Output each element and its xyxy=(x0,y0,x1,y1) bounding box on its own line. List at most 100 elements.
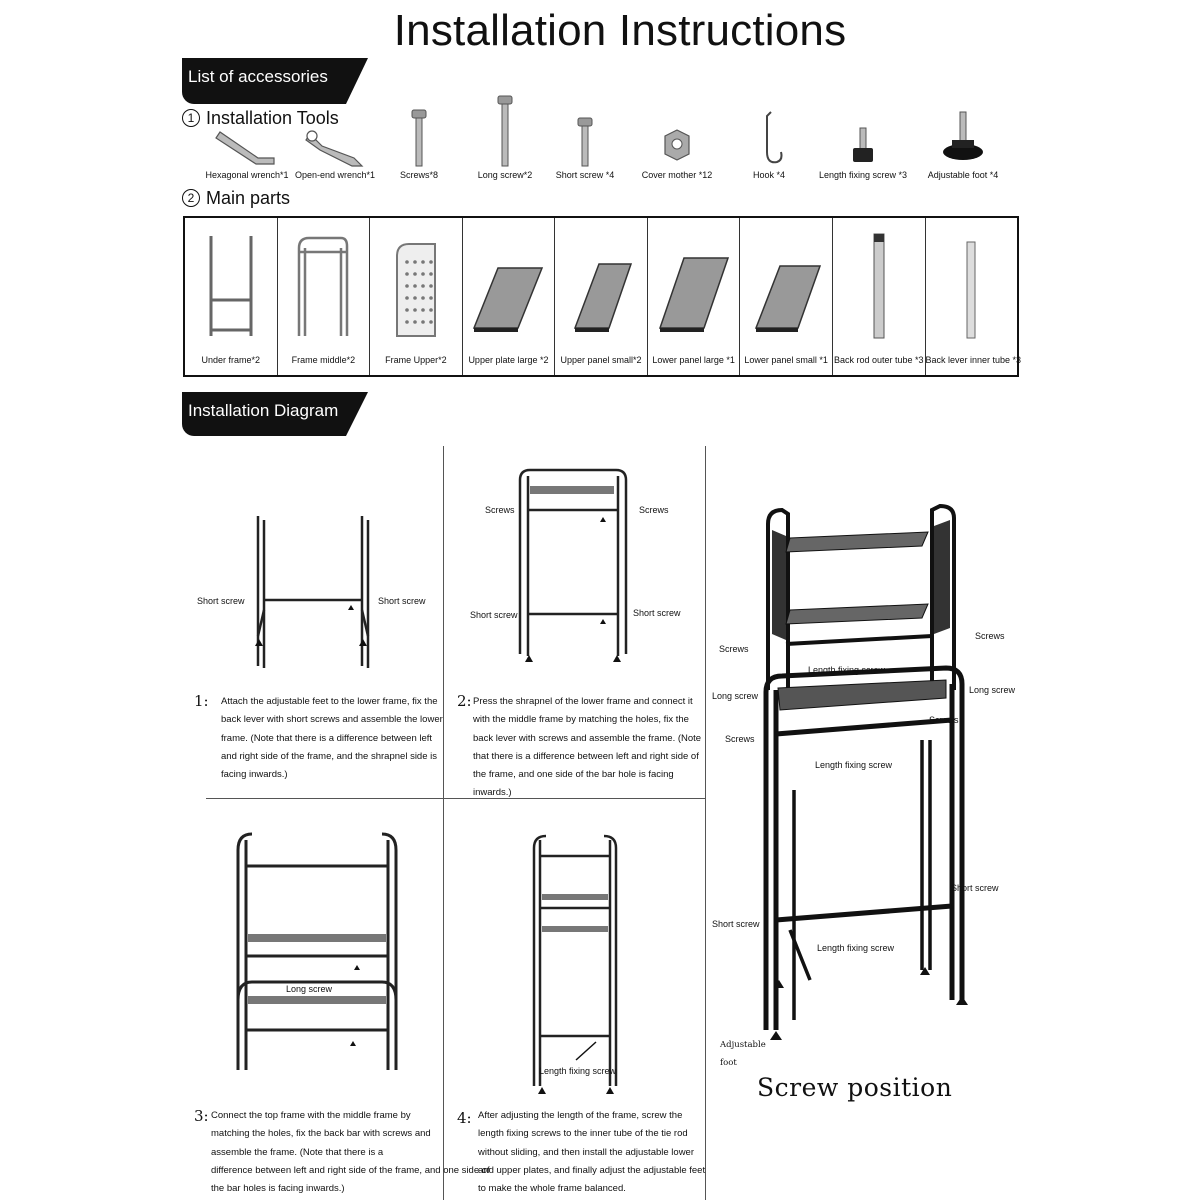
open-end-wrench-icon xyxy=(305,130,364,167)
final-callout-screws-mid-right: Screws xyxy=(929,715,959,725)
step-4-line: length fixing screws to the inner tube o… xyxy=(478,1128,688,1140)
part-upper-plate-large: Upper plate large *2 xyxy=(463,218,556,375)
lower-panel-small-icon xyxy=(755,265,822,332)
parts-heading: 2 Main parts xyxy=(182,188,290,209)
tool-label: Short screw *4 xyxy=(555,170,615,180)
step-1-number: 1: xyxy=(194,692,209,710)
lower-panel-large-icon xyxy=(658,257,729,332)
step-4-number: 4: xyxy=(457,1109,472,1127)
part-label: Upper panel small*2 xyxy=(560,355,642,365)
part-label: Lower panel small *1 xyxy=(744,355,828,365)
part-label: Back lever inner tube *3 xyxy=(925,355,1022,365)
part-label: Lower panel large *1 xyxy=(652,355,735,365)
step-3-line: matching the holes, fix the back bar wit… xyxy=(211,1128,431,1140)
adjustable-foot-icon xyxy=(943,111,983,160)
final-callout-screws-mid-left: Screws xyxy=(725,734,755,744)
step-2-callout-short-right: Short screw xyxy=(633,608,681,618)
tool-label: Length fixing screw *3 xyxy=(818,170,908,180)
step-2-callout-screws-right: Screws xyxy=(639,505,669,515)
step-3-line: the bar holes is facing inwards.) xyxy=(211,1183,345,1195)
part-frame-upper: Frame Upper*2 xyxy=(370,218,463,375)
parts-heading-number: 2 xyxy=(182,189,200,207)
long-screw-icon xyxy=(497,95,513,167)
step-3-diagram xyxy=(236,832,398,1070)
hex-wrench-icon xyxy=(215,131,275,165)
tool-screws: Screws*8 xyxy=(364,108,474,180)
step-3-callout-long-screw: Long screw xyxy=(286,984,333,994)
short-screw-icon xyxy=(577,117,593,167)
screw-position-caption: Screw position xyxy=(757,1073,953,1102)
tool-label: Open-end wrench*1 xyxy=(294,170,376,180)
step-2-line: back lever with screws and assemble the … xyxy=(473,732,702,744)
step-2-number: 2: xyxy=(457,692,472,710)
back-rod-outer-tube-icon xyxy=(873,233,885,339)
divider-vertical-1 xyxy=(443,446,444,1200)
step-3-line: difference between left and right side o… xyxy=(211,1164,490,1176)
step-1-line: facing inwards.) xyxy=(221,769,288,781)
part-frame-middle: Frame middle*2 xyxy=(278,218,371,375)
final-callout-short-screw-right: Short screw xyxy=(951,883,999,893)
step-3-line: Connect the top frame with the middle fr… xyxy=(211,1110,411,1121)
step-4-line: to make the whole frame balanced. xyxy=(478,1183,626,1195)
page-title: Installation Instructions xyxy=(393,6,847,55)
accessories-banner: List of accessories xyxy=(182,58,368,104)
part-upper-panel-small: Upper panel small*2 xyxy=(555,218,648,375)
upper-panel-small-icon xyxy=(573,263,633,332)
frame-upper-icon xyxy=(395,243,436,337)
screw-icon xyxy=(411,109,427,167)
step-2-line: with the middle frame by matching the ho… xyxy=(473,714,689,726)
step-3-number: 3: xyxy=(194,1107,209,1125)
final-callout-screws-top-right: Screws xyxy=(975,631,1005,641)
installation-diagram-banner: Installation Diagram xyxy=(182,392,368,436)
final-callout-length-fixing-2: Length fixing screw xyxy=(815,760,893,770)
part-back-lever-inner-tube: Back lever inner tube *3 xyxy=(925,218,1022,375)
step-4-text: After adjusting the length of the frame,… xyxy=(478,1107,705,1198)
step-1-callout-right: Short screw xyxy=(378,596,426,606)
step-4-line: After adjusting the length of the frame,… xyxy=(478,1110,683,1121)
step-2-callout-short-left: Short screw xyxy=(470,610,518,620)
part-under-frame: Under frame*2 xyxy=(185,218,278,375)
tool-adjustable-foot: Adjustable foot *4 xyxy=(908,108,1018,180)
parts-heading-text: Main parts xyxy=(206,188,291,208)
frame-middle-icon xyxy=(298,236,349,336)
final-callout-adjustable: Adjustable xyxy=(720,1040,766,1050)
step-2-line: that there is a difference between left … xyxy=(473,750,699,762)
tools-heading-number: 1 xyxy=(182,109,200,127)
step-3-line: assemble the frame. (Note that there is … xyxy=(211,1146,384,1158)
final-callout-short-screw-left: Short screw xyxy=(712,919,760,929)
final-callout-length-fixing-3: Length fixing screw xyxy=(817,943,895,953)
part-label: Back rod outer tube *3 xyxy=(833,355,924,365)
step-1-line: frame. (Note that there is a difference … xyxy=(221,732,433,744)
step-1-diagram xyxy=(255,516,370,668)
upper-plate-large-icon xyxy=(473,267,544,332)
final-callout-foot: foot xyxy=(720,1058,737,1068)
back-lever-inner-tube-icon xyxy=(966,241,976,339)
hook-icon xyxy=(766,111,783,164)
parts-table: Under frame*2 Frame middle*2 Frame Upper… xyxy=(183,216,1022,377)
tool-label: Long screw*2 xyxy=(477,170,533,180)
final-assembly-diagram xyxy=(763,503,968,1040)
tool-cover-mother: Cover mother *12 xyxy=(622,124,732,180)
length-fixing-screw-icon xyxy=(853,127,873,162)
step-1-line: and right side of the frame, and the shr… xyxy=(221,750,437,762)
tool-label: Hook *4 xyxy=(752,170,786,180)
part-label: Under frame*2 xyxy=(201,355,261,365)
step-4-line: and upper plates, and finally adjust the… xyxy=(478,1164,706,1176)
under-frame-icon xyxy=(209,236,253,336)
tool-hex-wrench: Hexagonal wrench*1 xyxy=(192,128,302,180)
cover-nut-icon xyxy=(664,129,690,161)
step-4-diagram xyxy=(532,834,618,1094)
tool-hook: Hook *4 xyxy=(714,108,824,180)
step-4-line: without sliding, and then install the ad… xyxy=(478,1146,694,1158)
step-2-line: inwards.) xyxy=(473,787,512,799)
final-callout-long-screw-left: Long screw xyxy=(712,691,759,701)
step-2-line: the frame, and one side of the bar hole … xyxy=(473,769,674,781)
step-2-text: Press the shrapnel of the lower frame an… xyxy=(473,693,701,803)
tool-open-end-wrench: Open-end wrench*1 xyxy=(280,128,390,180)
tool-label: Screws*8 xyxy=(399,170,438,180)
tool-length-fixing-screw: Length fixing screw *3 xyxy=(808,124,918,180)
tool-label: Cover mother *12 xyxy=(641,170,713,180)
divider-vertical-2 xyxy=(705,446,706,1200)
step-2-callout-screws-left: Screws xyxy=(485,505,515,515)
